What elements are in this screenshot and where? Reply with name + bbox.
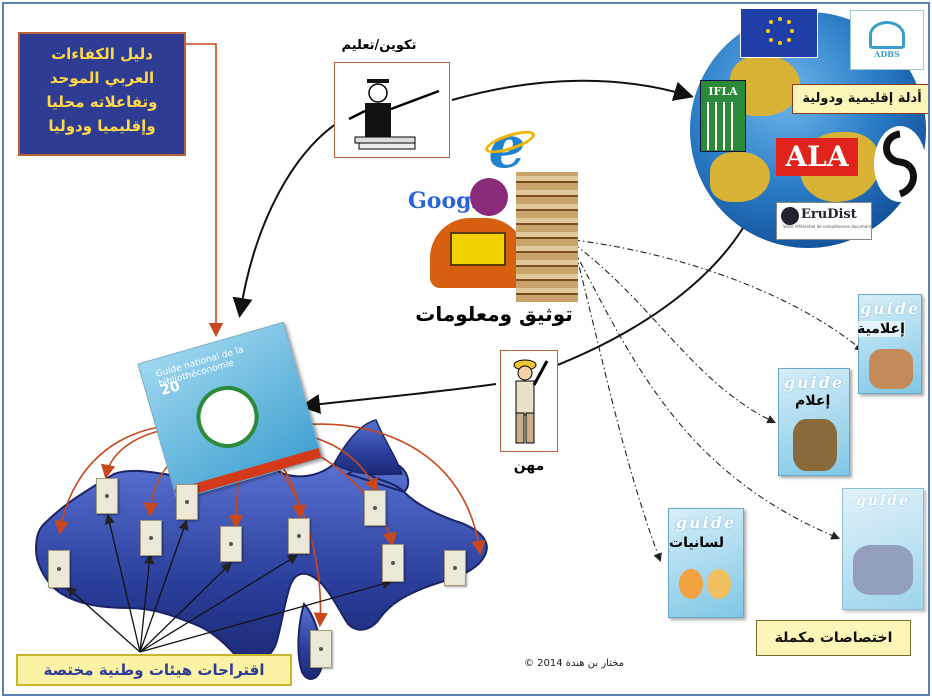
national-document [444,550,466,586]
national-document [140,520,162,556]
adbs-logo: ADBS [850,10,924,70]
ie-icon: e [488,113,526,181]
national-document [310,630,332,668]
book-stack [516,172,578,302]
documentation-label: توثيق ومعلومات [415,302,573,326]
national-document [220,526,242,562]
guide-label-informatics: إعلامية [857,321,905,337]
erudist-subtitle: Votre référentiel de compétences documen… [783,224,871,229]
worker-illustration [500,350,558,452]
guide-word: guide [783,373,845,392]
national-document [364,490,386,526]
guide-label-linguistics: لسانيات [669,535,725,551]
title-line-1: دليل الكفاءات [51,45,153,63]
title-box: دليل الكفاءات العربي الموحد وتفاعلاته مح… [18,32,186,156]
guide-face-left [679,569,703,599]
eu-flag-icon [740,8,818,58]
training-label: تكوين/تعليم [341,38,417,53]
guide-word: guide [675,513,737,532]
guide-cover-media: guide إعلام [778,368,850,476]
guide-cover-informatics: guide إعلامية [857,294,922,394]
reader-head [470,178,508,216]
erudist-logo: EruDist Votre référentiel de compétences… [776,202,872,240]
arab-league-emblem-icon [189,378,266,456]
adbs-eye-icon [869,21,905,49]
ala-logo: ALA [776,138,858,176]
national-document [96,478,118,514]
national-document [176,484,198,520]
guide-face-right [707,569,731,599]
professions-label: مهن [513,458,545,474]
ifla-logo: IFLA [700,80,746,152]
erudist-text: EruDist [801,207,857,222]
title-line-3: وتفاعلاته محليا [46,93,158,111]
book-cover-year: 20 [158,378,182,399]
eu-stars [766,17,794,45]
title-line-4: وإقليميا ودوليا [48,117,156,135]
guide-label-media: إعلام [795,393,831,409]
national-document [48,550,70,588]
guide-word: guide [856,493,910,509]
teacher-icon [348,79,440,150]
documentation-illustration: e Google [408,114,588,304]
worker-icon [513,359,549,444]
complementary-fields-label: اختصاصات مكملة [756,620,911,656]
regional-guides-label: أدلة إقليمية ودولية [792,84,928,114]
national-proposals-label: اقتراحات هيئات وطنية مختصة [16,654,292,686]
adbs-text: ADBS [874,49,900,59]
erudist-icon [781,207,799,225]
teacher-illustration [334,62,450,158]
guide-figure [853,545,913,595]
guide-figure [869,349,913,389]
guide-figure [793,419,837,471]
guide-cover-extra: guide [842,488,924,610]
copyright-text: مختار بن هندة 2014 © [523,658,625,669]
ifla-text: IFLA [708,85,738,98]
guide-word: guide [859,299,921,318]
national-document [288,518,310,554]
book-icon [450,232,506,266]
ifla-pattern [707,102,739,150]
national-document [382,544,404,582]
guide-cover-linguistics: guide لسانيات [668,508,744,618]
title-line-2: العربي الموحد [49,69,155,87]
swirl-logo-icon [874,126,926,202]
swirl-shape [883,130,917,198]
